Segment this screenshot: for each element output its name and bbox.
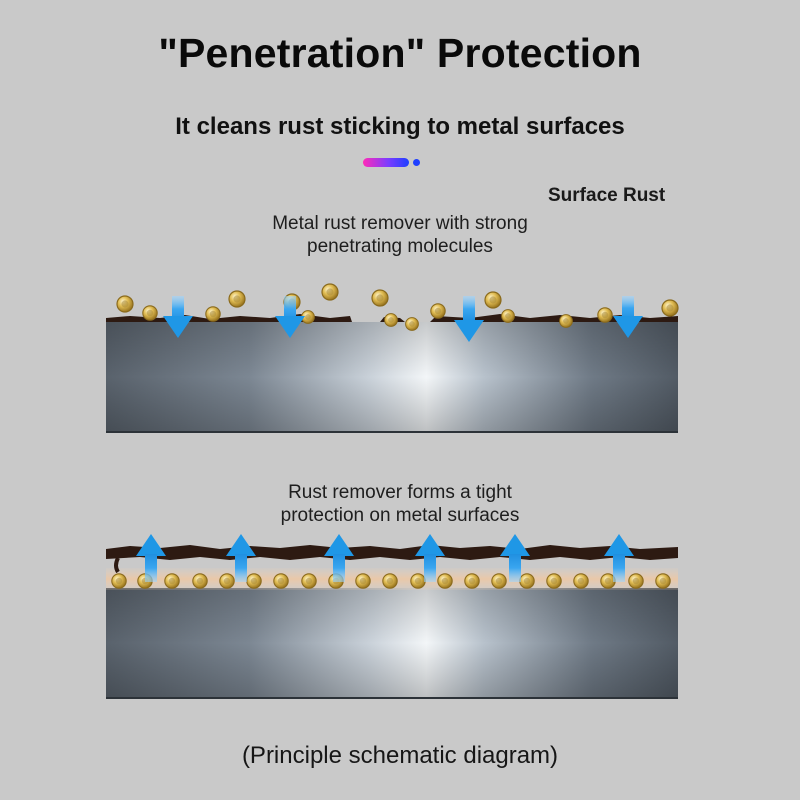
molecule-icon <box>246 573 262 589</box>
molecule-icon <box>628 573 644 589</box>
up-arrow-icon <box>500 534 530 582</box>
bottom-rust-layer <box>106 545 678 560</box>
top-caption-line2: penetrating molecules <box>307 236 493 257</box>
down-arrow-icon <box>163 296 193 338</box>
molecule-icon <box>192 573 208 589</box>
molecule-icon <box>464 573 480 589</box>
down-arrow-icon <box>613 296 643 338</box>
molecule-icon <box>655 573 671 589</box>
bottom-arrows <box>136 534 634 582</box>
molecule-icon <box>164 573 180 589</box>
page-title: "Penetration" Protection <box>158 30 642 76</box>
bottom-molecules <box>111 573 671 589</box>
top-caption: Metal rust remover with strong penetrati… <box>200 212 600 258</box>
molecule-icon <box>142 305 158 321</box>
up-arrow-icon <box>604 534 634 582</box>
molecule-icon <box>484 291 502 309</box>
down-arrow-icon <box>275 296 305 338</box>
surface-rust-label: Surface Rust <box>548 185 666 206</box>
top-caption-line1: Metal rust remover with strong <box>272 213 528 234</box>
molecule-icon <box>437 573 453 589</box>
bottom-panel <box>106 534 678 699</box>
molecule-icon <box>430 303 446 319</box>
molecule-icon <box>661 299 679 317</box>
molecule-icon <box>355 573 371 589</box>
molecule-icon <box>116 295 134 313</box>
molecule-icon <box>228 290 246 308</box>
up-arrow-icon <box>415 534 445 582</box>
molecule-icon <box>273 573 289 589</box>
molecule-icon <box>491 573 507 589</box>
up-arrow-icon <box>226 534 256 582</box>
bottom-caption: Rust remover forms a tight protection on… <box>200 481 600 527</box>
gradient-divider-bar <box>363 158 409 167</box>
molecule-icon <box>301 573 317 589</box>
top-arrows <box>163 296 643 342</box>
molecule-icon <box>501 309 515 323</box>
molecule-icon <box>384 313 398 327</box>
molecule-icon <box>546 573 562 589</box>
up-arrow-icon <box>324 534 354 582</box>
molecule-icon <box>519 573 535 589</box>
molecule-icon <box>321 283 339 301</box>
molecule-icon <box>405 317 419 331</box>
molecule-icon <box>111 573 127 589</box>
up-arrow-icon <box>136 534 166 582</box>
molecule-icon <box>410 573 426 589</box>
gradient-divider-dot <box>413 159 420 166</box>
molecule-icon <box>597 307 613 323</box>
molecule-icon <box>205 306 221 322</box>
page-subtitle: It cleans rust sticking to metal surface… <box>175 113 625 140</box>
molecule-icon <box>573 573 589 589</box>
down-arrow-icon <box>454 296 484 342</box>
bottom-caption-line2: protection on metal surfaces <box>280 505 520 526</box>
molecule-icon <box>382 573 398 589</box>
top-panel <box>106 283 679 433</box>
molecule-icon <box>219 573 235 589</box>
molecule-icon <box>559 314 573 328</box>
footer-note: (Principle schematic diagram) <box>241 742 559 769</box>
molecule-icon <box>371 289 389 307</box>
bottom-caption-line1: Rust remover forms a tight <box>288 482 512 503</box>
